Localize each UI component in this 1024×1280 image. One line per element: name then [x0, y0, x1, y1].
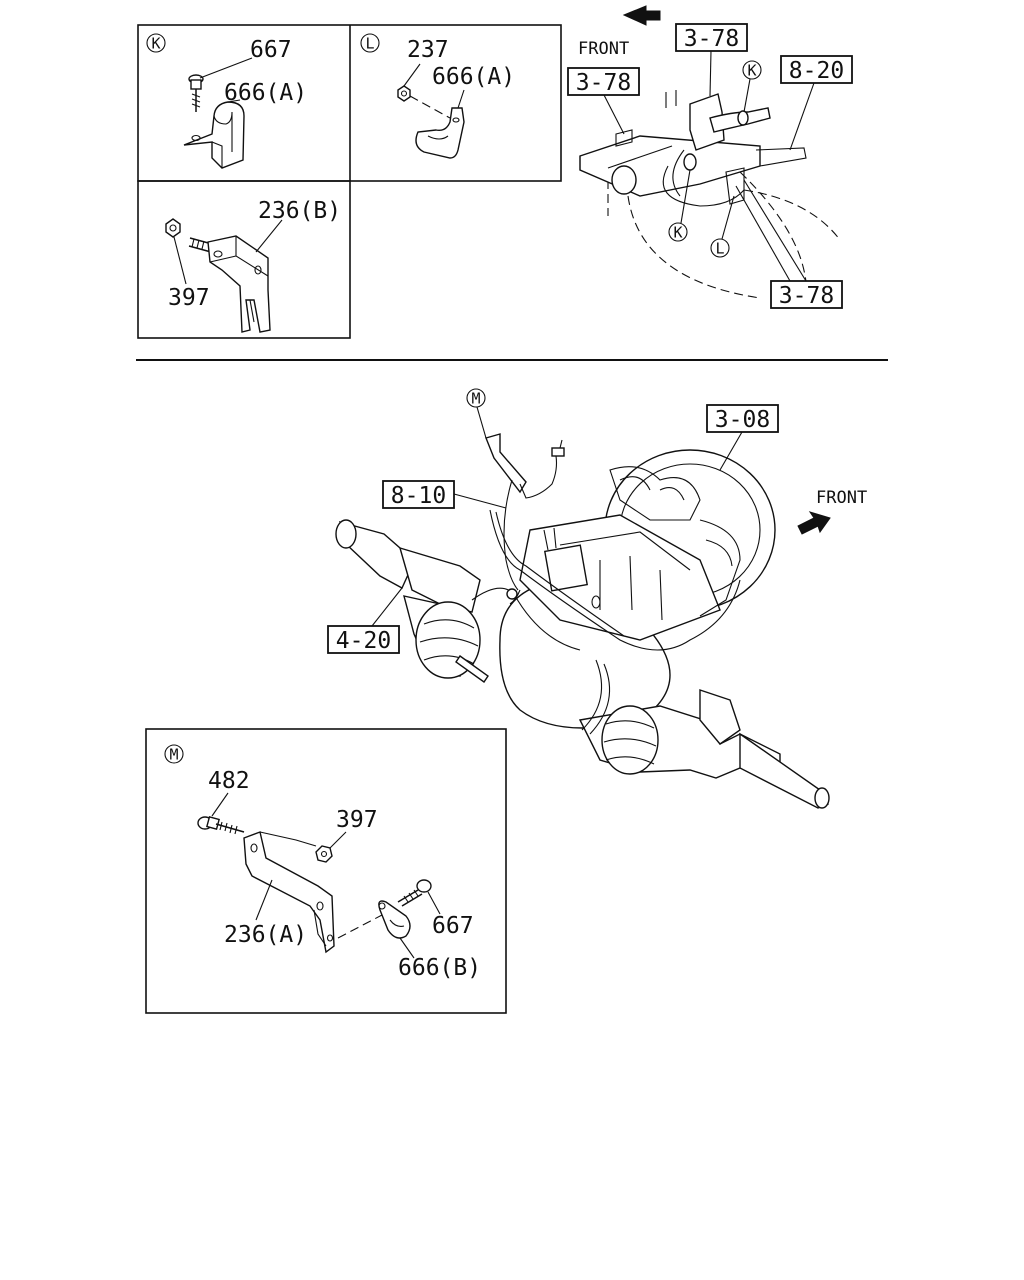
ref-label: 3-08 — [715, 407, 770, 433]
leader-666B — [399, 937, 415, 959]
callout-letter: L — [365, 35, 374, 53]
callout-circle-M: M — [164, 744, 184, 764]
leader-ref-lower-right-b — [743, 179, 807, 282]
label-236A: 236(A) — [224, 922, 307, 948]
label-397: 397 — [168, 285, 210, 311]
axle-housing-drawing — [335, 449, 830, 809]
callout-circle-K: K — [146, 33, 166, 53]
label-236B: 236(B) — [258, 198, 341, 224]
leader-667 — [199, 57, 253, 79]
bolt-667-part — [188, 74, 204, 112]
top-right-view: FRONT 3-78 3-78 — [567, 5, 853, 309]
leader-4-20 — [371, 587, 403, 627]
label-666B: 666(B) — [398, 955, 481, 981]
label-667: 667 — [250, 37, 292, 63]
callout-letter: K — [747, 62, 756, 80]
leader-M-main — [476, 406, 487, 439]
leader-K-lower — [680, 169, 691, 224]
bracket-236A-part — [243, 831, 335, 954]
ref-box-3-78-lower-right: 3-78 — [770, 280, 843, 309]
main-axle-view: M 3-08 8-10 4-20 FRONT — [327, 388, 867, 809]
leader-666A — [227, 99, 241, 103]
detail-K: K 667 666(A) — [146, 33, 307, 169]
callout-circle-L: L — [360, 33, 380, 53]
front-arrow-icon — [622, 5, 661, 26]
detail-frame-bottom — [137, 180, 351, 339]
harness-8-10-drawing — [485, 433, 565, 605]
leader-667 — [427, 891, 441, 915]
leader-237 — [403, 63, 421, 87]
label-482: 482 — [208, 768, 250, 794]
ref-label: 8-10 — [391, 483, 446, 509]
ref-box-8-20-upper-right: 8-20 — [780, 55, 853, 84]
leader-666A — [457, 89, 465, 109]
leader-482 — [211, 792, 229, 817]
callout-circle-L-lower: L — [710, 238, 730, 258]
leader-ref-upper-right — [789, 82, 815, 151]
ref-label: 8-20 — [789, 58, 844, 84]
leader-ref-upper-left — [603, 94, 625, 135]
label-667: 667 — [432, 913, 474, 939]
detail-L: L 237 666(A) — [360, 33, 515, 159]
ref-box-8-10: 8-10 — [382, 480, 455, 509]
assembly-dashline — [409, 95, 451, 119]
ref-label: 3-78 — [684, 26, 739, 52]
label-237: 237 — [407, 37, 449, 63]
leader-L-lower — [721, 195, 735, 240]
clip-666A-part — [415, 107, 465, 159]
bolt-667-part — [397, 879, 432, 907]
bracket-236B-part — [207, 235, 271, 333]
front-label-main: FRONT — [816, 488, 867, 508]
leader-397 — [173, 236, 187, 285]
assembly-dashline — [337, 913, 385, 939]
ref-box-3-08: 3-08 — [706, 404, 779, 433]
clip-666A-part — [183, 101, 245, 169]
ref-box-3-78-upper-left: 3-78 — [567, 67, 640, 96]
front-label: FRONT — [578, 39, 629, 59]
frame-outline — [579, 90, 841, 299]
callout-letter: L — [715, 240, 724, 258]
leader-8-10 — [453, 493, 507, 509]
leader-236B — [255, 219, 283, 253]
clip-666B-part — [378, 900, 411, 939]
label-666A: 666(A) — [224, 80, 307, 106]
nut-237-part — [397, 85, 411, 102]
nut-397-part — [315, 845, 333, 863]
leader-K-upper — [743, 78, 751, 113]
callout-circle-K-upper: K — [742, 60, 762, 80]
callout-circle-M-main: M — [466, 388, 486, 408]
callout-letter: M — [169, 746, 178, 764]
nut-397-part — [165, 218, 181, 238]
detail-bracket-236B: 236(B) 397 — [165, 198, 341, 333]
detail-frame-M — [145, 728, 507, 1014]
ref-box-4-20: 4-20 — [327, 625, 400, 654]
leader-236A — [255, 879, 273, 921]
bolt-482-part — [197, 816, 245, 835]
leader-3-08 — [719, 431, 743, 471]
leader-397 — [329, 831, 347, 849]
detail-panels-top: K 667 666(A) L — [137, 24, 562, 339]
detail-M: M 482 397 236(A) — [145, 728, 507, 1014]
callout-letter: M — [471, 390, 480, 408]
front-arrow-icon — [797, 511, 831, 535]
callout-circle-K-lower: K — [668, 222, 688, 242]
leader-ref-lower-right-a — [735, 185, 791, 282]
label-666A: 666(A) — [432, 64, 515, 90]
callout-letter: K — [673, 224, 682, 242]
ref-label: 3-78 — [576, 70, 631, 96]
label-397: 397 — [336, 807, 378, 833]
ref-label: 4-20 — [336, 628, 391, 654]
ref-label: 3-78 — [779, 283, 834, 309]
ref-box-3-78-upper-center: 3-78 — [675, 23, 748, 52]
leader-ref-upper-center — [709, 50, 712, 97]
callout-letter: K — [151, 35, 160, 53]
